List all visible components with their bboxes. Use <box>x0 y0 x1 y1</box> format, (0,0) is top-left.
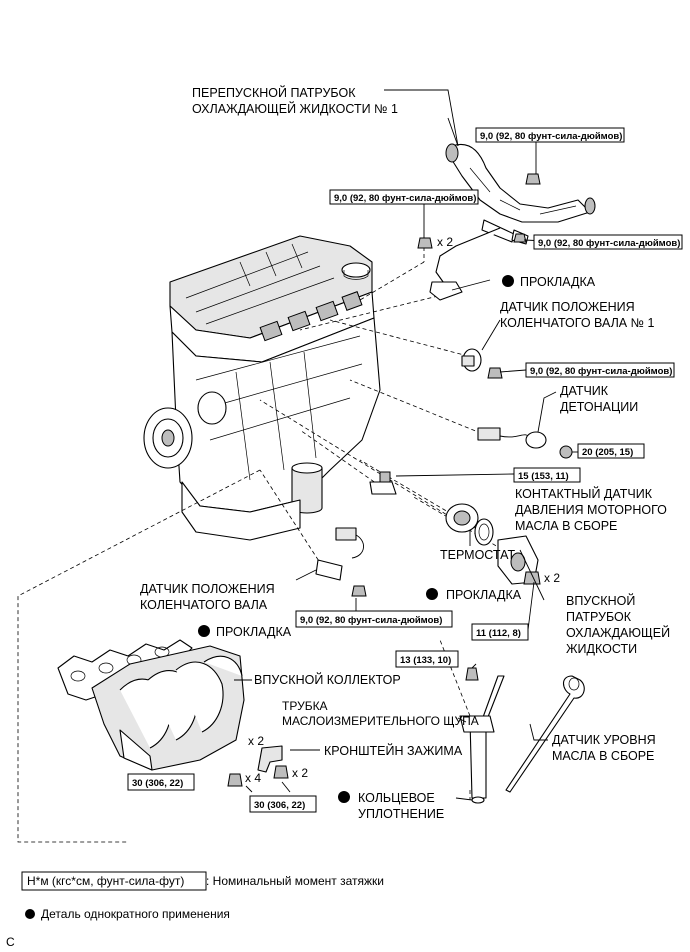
torque-spec-8: 11 (112, 8) <box>471 623 529 641</box>
label-knock-sensor: ДАТЧИК ДЕТОНАЦИИ <box>560 384 638 414</box>
label-gasket-top: ПРОКЛАДКА <box>520 275 596 289</box>
legend: Н*м (кгс*см, фунт-сила-фут) : Номинальны… <box>6 871 384 949</box>
multiplier-x4-bolt: x 4 <box>245 771 261 785</box>
svg-text:9,0 (92, 80 фунт-сила-дюймов): 9,0 (92, 80 фунт-сила-дюймов) <box>530 366 672 377</box>
label-bypass-pipe: ПЕРЕПУСКНОЙ ПАТРУБОК ОХЛАЖДАЮЩЕЙ ЖИДКОСТ… <box>192 85 398 116</box>
svg-text:9,0 (92, 80 фунт-сила-дюймов): 9,0 (92, 80 фунт-сила-дюймов) <box>538 238 680 249</box>
label-wire-bracket: КРОНШТЕЙН ЗАЖИМА <box>324 743 463 758</box>
torque-spec-10: 30 (306, 22) <box>127 773 195 791</box>
oil-pressure-switch <box>369 471 397 495</box>
torque-spec-5: 20 (205, 15) <box>577 443 645 459</box>
torque-spec-6: 15 (153, 11) <box>513 467 581 483</box>
oil-level-gauge <box>505 675 585 793</box>
intake-manifold <box>91 645 289 787</box>
thermostat-group <box>445 503 541 585</box>
label-gasket-manifold: ПРОКЛАДКА <box>216 625 292 639</box>
legend-single-use-mark <box>25 909 35 919</box>
label-oil-pressure-switch: КОНТАКТНЫЙ ДАТЧИК ДАВЛЕНИЯ МОТОРНОГО МАС… <box>515 486 670 533</box>
torque-spec-4: 9,0 (92, 80 фунт-сила-дюймов) <box>525 362 675 378</box>
svg-text:9,0 (92, 80 фунт-сила-дюймов): 9,0 (92, 80 фунт-сила-дюймов) <box>300 615 442 626</box>
svg-text:9,0 (92, 80 фунт-сила-дюймов): 9,0 (92, 80 фунт-сила-дюймов) <box>334 193 476 204</box>
legend-single-use: Деталь однократного применения <box>41 907 230 921</box>
multiplier-x2-inlet: x 2 <box>544 571 560 585</box>
torque-spec-11: 30 (306, 22) <box>249 795 317 813</box>
label-crank-sensor: ДАТЧИК ПОЛОЖЕНИЯ КОЛЕНЧАТОГО ВАЛА <box>140 582 278 612</box>
single-use-mark <box>502 275 514 287</box>
torque-spec-9: 13 (133, 10) <box>395 650 459 668</box>
label-oil-level-gauge: ДАТЧИК УРОВНЯ МАСЛА В СБОРЕ <box>552 733 659 763</box>
legend-torque-units: Н*м (кгс*см, фунт-сила-фут) <box>27 874 184 888</box>
label-intake-manifold: ВПУСКНОЙ КОЛЛЕКТОР <box>254 672 401 687</box>
torque-spec-3: 9,0 (92, 80 фунт-сила-дюймов) <box>533 234 683 250</box>
label-water-inlet: ВПУСКНОЙ ПАТРУБОК ОХЛАЖДАЮЩЕЙ ЖИДКОСТИ <box>566 593 674 656</box>
label-thermostat: ТЕРМОСТАТ <box>440 548 515 562</box>
multiplier-x2-bypass: x 2 <box>437 235 453 249</box>
svg-text:20 (205, 15): 20 (205, 15) <box>582 447 633 458</box>
dipstick-tube <box>459 667 505 804</box>
svg-text:13 (133, 10): 13 (133, 10) <box>400 655 451 666</box>
knock-sensor <box>477 427 573 459</box>
single-use-mark <box>338 791 350 803</box>
svg-text:30 (306, 22): 30 (306, 22) <box>254 800 305 811</box>
multiplier-x2-nut: x 2 <box>292 766 308 780</box>
label-crank-sensor-1: ДАТЧИК ПОЛОЖЕНИЯ КОЛЕНЧАТОГО ВАЛА № 1 <box>500 300 654 330</box>
multiplier-x2-manifold: x 2 <box>248 734 264 748</box>
label-o-ring: КОЛЬЦЕВОЕ УПЛОТНЕНИЕ <box>358 791 444 821</box>
svg-text:9,0 (92, 80 фунт-сила-дюймов): 9,0 (92, 80 фунт-сила-дюймов) <box>480 131 622 142</box>
legend-torque-box <box>21 871 207 891</box>
torque-spec-1: 9,0 (92, 80 фунт-сила-дюймов) <box>475 127 625 143</box>
single-use-mark <box>198 625 210 637</box>
crank-sensor-1 <box>461 348 503 379</box>
svg-text:30 (306, 22): 30 (306, 22) <box>132 778 183 789</box>
single-use-mark <box>426 588 438 600</box>
figure-code: C <box>6 935 15 949</box>
svg-text:11 (112, 8): 11 (112, 8) <box>476 628 521 639</box>
crank-sensor <box>315 527 367 597</box>
bypass-pipe <box>417 143 596 301</box>
label-gasket-mid: ПРОКЛАДКА <box>446 588 522 602</box>
legend-torque-desc: : Номинальный момент затяжки <box>206 874 384 888</box>
torque-spec-2: 9,0 (92, 80 фунт-сила-дюймов) <box>329 189 479 205</box>
label-dipstick-tube: ТРУБКА МАСЛОИЗМЕРИТЕЛЬНОГО ЩУПА <box>282 699 479 728</box>
engine-block <box>143 235 381 541</box>
svg-text:15 (153, 11): 15 (153, 11) <box>518 471 569 482</box>
torque-spec-7: 9,0 (92, 80 фунт-сила-дюймов) <box>295 610 453 628</box>
